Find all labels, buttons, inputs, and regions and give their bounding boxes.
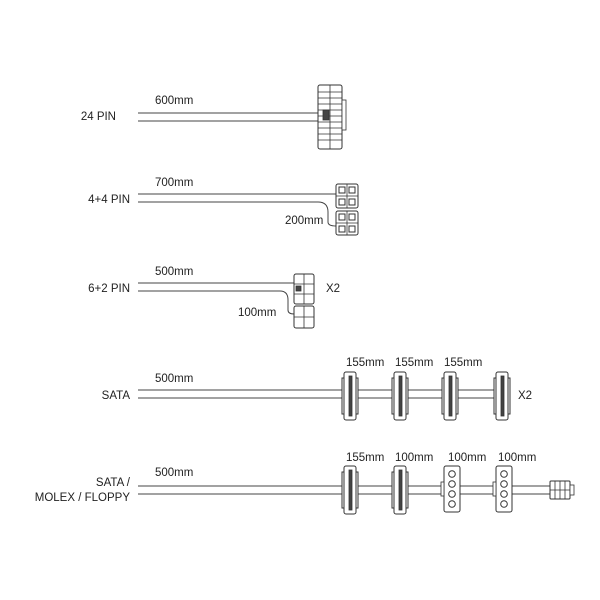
wire-4plus4pin-split [317, 201, 337, 227]
cable-label-6plus2pin: 6+2 PIN [88, 283, 130, 295]
multiplier-sata: X2 [518, 390, 532, 402]
cable-4plus4pin: 4+4 PIN 700mm 200mm [88, 177, 359, 236]
connector-4pin-bottom [335, 210, 359, 236]
cable-label-sata: SATA [102, 390, 131, 402]
length-label-molex-seg2: 100mm [395, 452, 433, 464]
length-label-sata-main: 500mm [155, 373, 193, 385]
connector-6pin [293, 273, 315, 305]
sata-connector-3 [441, 371, 459, 421]
cable-label-sata-molex-line2: MOLEX / FLOPPY [35, 492, 131, 504]
cable-label-sata-molex-line1: SATA / [96, 477, 131, 489]
sata-connector-1 [341, 371, 359, 421]
cable-label-24pin: 24 PIN [81, 111, 116, 123]
length-label-6plus2pin-main: 500mm [155, 266, 193, 278]
length-label-4plus4pin-split: 200mm [285, 215, 323, 227]
sata-connector-5 [341, 465, 359, 515]
sata-connector-6 [391, 465, 409, 515]
length-label-sata-seg2: 155mm [395, 357, 433, 369]
cable-6plus2pin: 6+2 PIN 500mm 100mm X2 [88, 266, 340, 329]
length-label-4plus4pin-main: 700mm [155, 177, 193, 189]
molex-connector-1 [440, 465, 461, 513]
sata-connector-4 [493, 371, 511, 421]
floppy-connector [549, 480, 575, 500]
connector-4pin-top [335, 183, 359, 209]
wire-6plus2pin-split [279, 290, 295, 315]
cable-sata: SATA 500mm 155mm 155mm 155mm [102, 357, 532, 421]
length-label-molex-seg3: 100mm [448, 452, 486, 464]
sata-connector-2 [391, 371, 409, 421]
length-label-molex-main: 500mm [155, 467, 193, 479]
length-label-sata-seg1: 155mm [346, 357, 384, 369]
molex-connector-2 [492, 465, 513, 513]
connector-2pin [293, 305, 315, 329]
cable-label-4plus4pin: 4+4 PIN [88, 194, 130, 206]
length-label-molex-seg1: 155mm [346, 452, 384, 464]
length-label-6plus2pin-split: 100mm [238, 307, 276, 319]
length-label-molex-seg4: 100mm [498, 452, 536, 464]
cable-24pin: 24 PIN 600mm [81, 84, 347, 150]
cable-sata-molex-floppy: SATA / MOLEX / FLOPPY 500mm 155mm 100mm … [35, 452, 575, 515]
length-label-24pin-main: 600mm [155, 95, 193, 107]
multiplier-6plus2pin: X2 [326, 283, 340, 295]
length-label-sata-seg3: 155mm [444, 357, 482, 369]
connector-24pin [317, 84, 347, 150]
